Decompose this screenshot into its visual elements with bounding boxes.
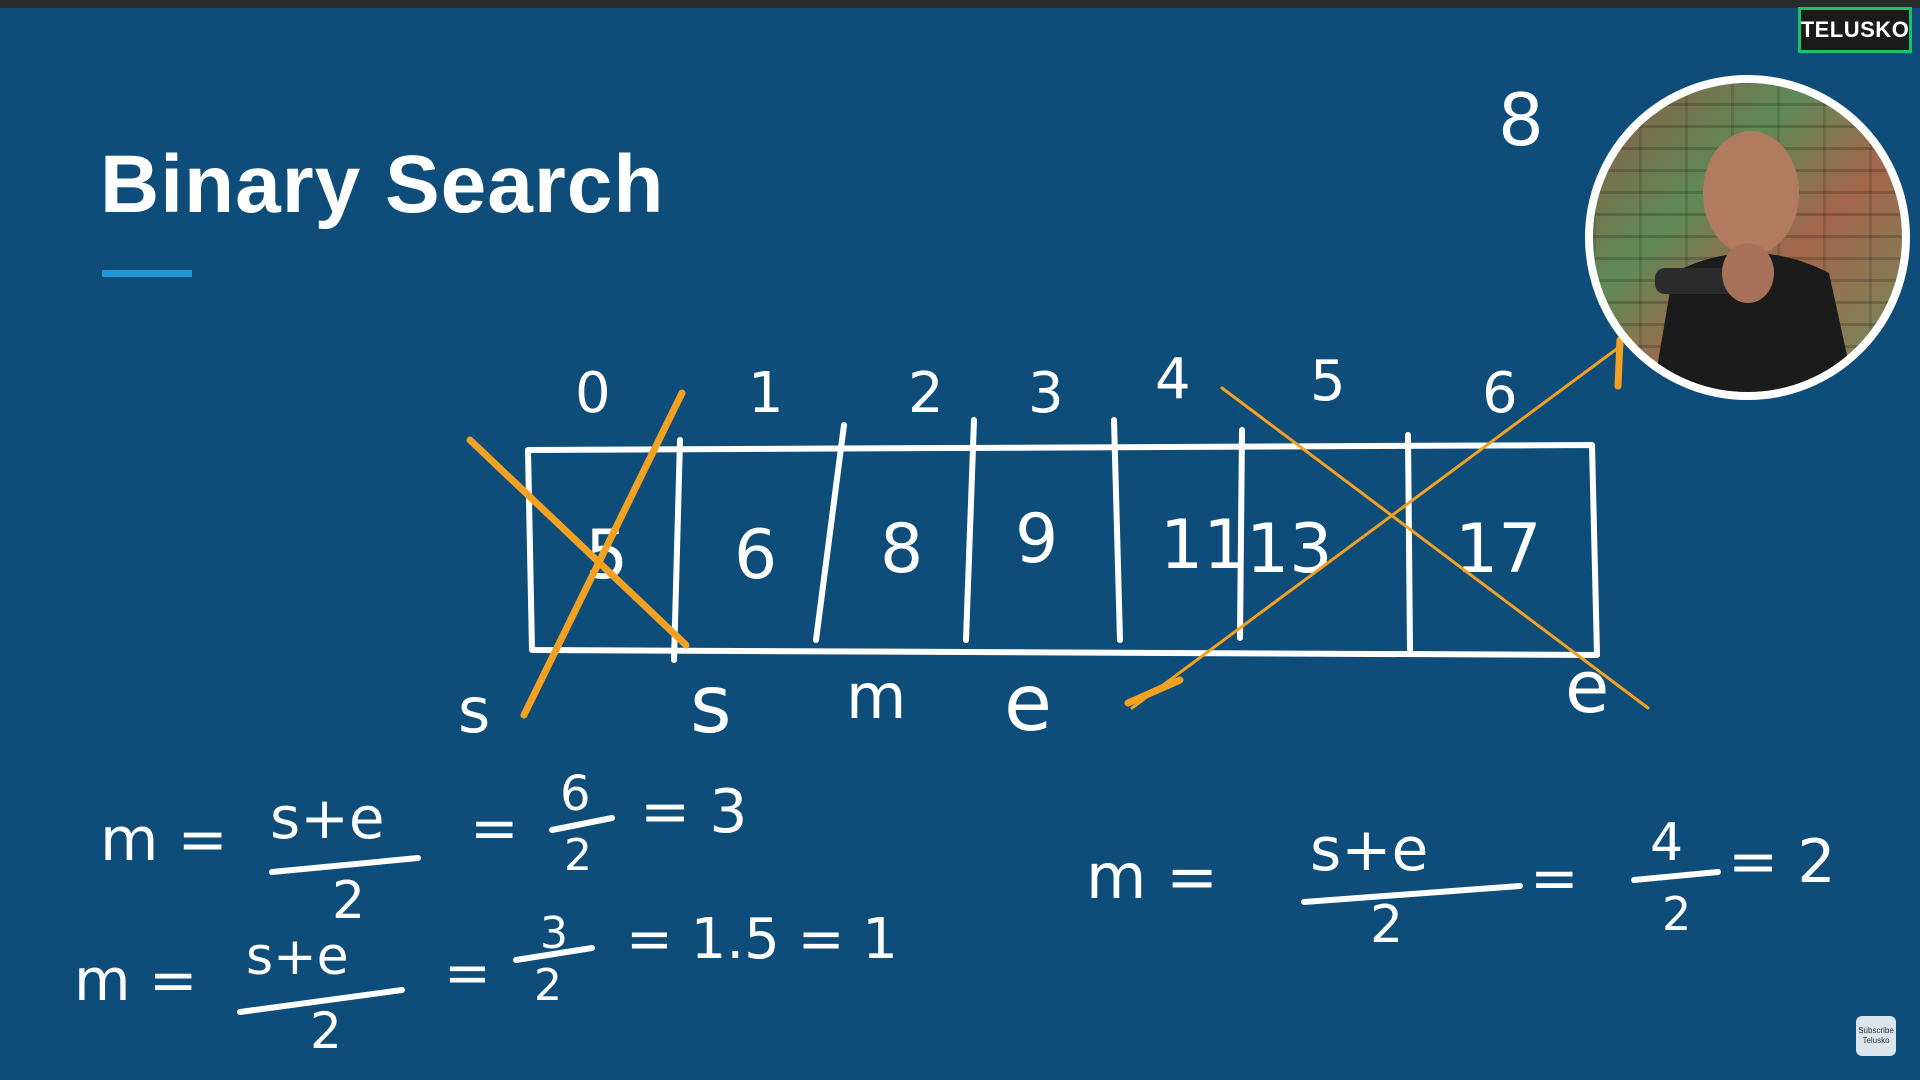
svg-text:=: =	[444, 941, 491, 1006]
svg-text:2: 2	[534, 960, 562, 1011]
presenter-webcam	[1585, 75, 1910, 400]
svg-text:=: =	[470, 794, 519, 862]
subscribe-line-1: Subscribe	[1858, 1026, 1894, 1035]
video-top-bar	[0, 0, 1920, 8]
index-label: 1	[748, 361, 784, 426]
svg-text:2: 2	[1370, 895, 1403, 955]
svg-text:m =: m =	[100, 805, 228, 875]
array-value: 17	[1455, 510, 1542, 589]
svg-text:= 3: = 3	[640, 777, 748, 847]
svg-text:2: 2	[310, 1002, 342, 1060]
svg-text:m =: m =	[1086, 840, 1218, 913]
index-label: 5	[1310, 349, 1346, 414]
array-indices: 0 1 2 3 4 5 6	[575, 347, 1518, 426]
pointer-label-mid: m	[846, 660, 906, 733]
svg-text:6: 6	[560, 766, 591, 822]
equation-1: m = s+e 2 = 6 2 = 3	[100, 766, 748, 931]
array-values: 5 6 8 9 11 13 17	[585, 500, 1542, 595]
pointer-label-start-moved: s	[690, 658, 732, 751]
array-value: 9	[1015, 500, 1058, 579]
pointer-label-end-moved: e	[1004, 659, 1052, 749]
svg-text:m =: m =	[74, 946, 198, 1014]
target-note: 8	[1498, 78, 1544, 162]
svg-text:=: =	[1530, 844, 1579, 912]
equation-3: m = s+e 2 = 4 2 = 2	[1086, 813, 1836, 955]
array-value: 11	[1160, 506, 1247, 585]
subscribe-line-2: Telusko	[1862, 1036, 1890, 1045]
svg-text:= 2: = 2	[1728, 827, 1836, 897]
pointer-labels: s s m e e	[458, 645, 1609, 751]
pointer-label-end: e	[1565, 645, 1609, 729]
svg-text:4: 4	[1650, 813, 1683, 873]
index-label: 0	[575, 361, 611, 426]
array-box	[525, 417, 1600, 663]
svg-text:s+e: s+e	[270, 784, 385, 852]
svg-text:2: 2	[564, 830, 592, 881]
orange-cross-out-right	[1124, 336, 1650, 710]
array-value: 6	[734, 516, 777, 595]
presenter-silhouette	[1653, 131, 1855, 392]
array-value: 8	[880, 510, 923, 589]
array-value: 13	[1246, 510, 1333, 589]
channel-logo: TELUSKO	[1798, 7, 1912, 53]
index-label: 6	[1482, 361, 1518, 426]
svg-text:2: 2	[332, 871, 365, 931]
svg-text:= 1.5 = 1: = 1.5 = 1	[626, 907, 898, 972]
orange-cross-out-left	[466, 389, 690, 719]
index-label: 3	[1028, 361, 1064, 426]
index-label: 2	[908, 361, 944, 426]
svg-text:2: 2	[1662, 887, 1691, 941]
svg-text:s+e: s+e	[246, 927, 349, 987]
equation-2: m = s+e 2 = 3 2 = 1.5 = 1	[74, 907, 898, 1060]
pointer-label-start: s	[458, 674, 490, 747]
index-label: 4	[1155, 347, 1191, 412]
title-underline	[102, 270, 192, 277]
slide-title: Binary Search	[100, 139, 665, 230]
subscribe-button[interactable]: Subscribe Telusko	[1856, 1016, 1896, 1056]
svg-text:s+e: s+e	[1310, 815, 1428, 885]
